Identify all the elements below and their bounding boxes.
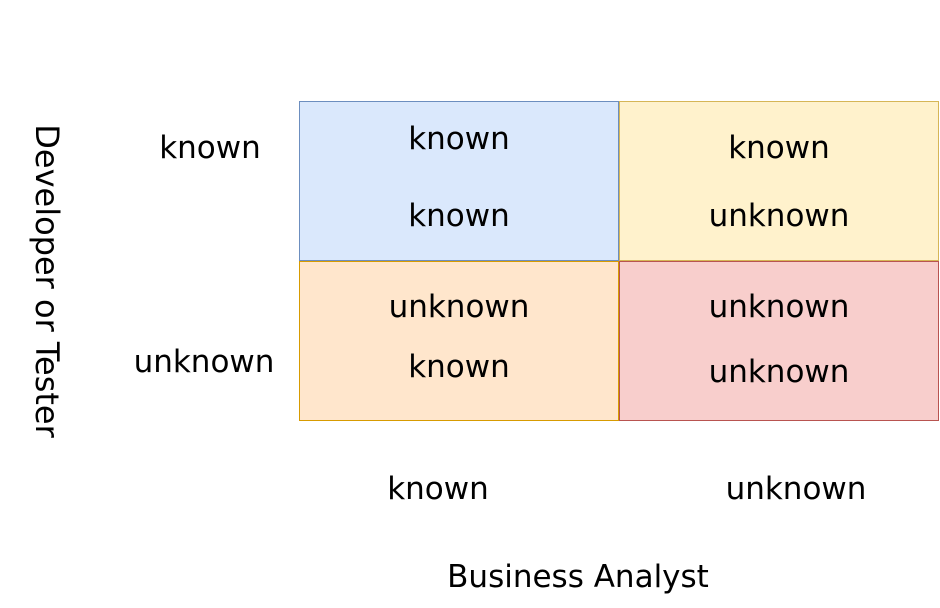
quadrant-unknown-unknown: unknown unknown (619, 261, 939, 421)
cell-line-1: unknown (388, 289, 530, 325)
quadrant-known-unknown: known unknown (619, 101, 939, 261)
col-label-known: known (387, 471, 489, 507)
quadrant-known-known: known known (299, 101, 619, 261)
cell-line-1: known (408, 121, 510, 157)
quadrant-unknown-known: unknown known (299, 261, 619, 421)
cell-line-2: unknown (708, 354, 850, 390)
row-label-known: known (159, 130, 261, 166)
col-label-unknown: unknown (725, 471, 867, 507)
x-axis-label: Business Analyst (447, 559, 709, 595)
row-label-unknown: unknown (133, 344, 275, 380)
cell-line-2: known (408, 349, 510, 385)
cell-line-1: known (728, 130, 830, 166)
cell-line-2: known (408, 198, 510, 234)
cell-line-2: unknown (708, 198, 850, 234)
y-axis-label: Developer or Tester (28, 124, 66, 438)
cell-line-1: unknown (708, 289, 850, 325)
